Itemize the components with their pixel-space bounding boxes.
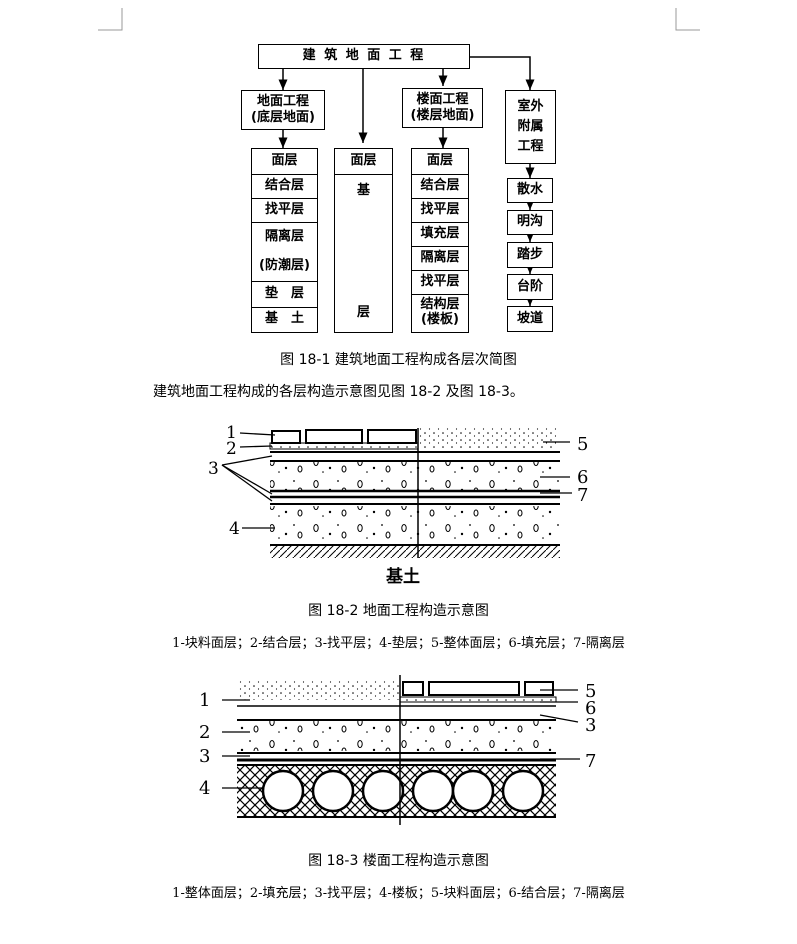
floor-layer: 面层	[412, 149, 468, 175]
floor-layer: 隔离层	[412, 246, 468, 271]
fig2-label: 1	[226, 423, 237, 443]
fig3-label: 4	[199, 778, 210, 799]
floor-layer: 结构层 (楼板)	[420, 297, 460, 327]
fig2-label: 2	[226, 439, 237, 459]
fig3-label: 3	[199, 746, 210, 767]
outdoor-item: 踏步	[507, 242, 553, 268]
figure-18-1-caption: 图 18-1 建筑地面工程构成各层次简图	[280, 352, 517, 368]
floor-layer: 填充层	[412, 222, 468, 247]
floor-layers-column: 面层 结合层 找平层 填充层 隔离层 找平层 结构层 (楼板)	[411, 148, 469, 333]
figure-18-3-diagram: 1 2 3 4 5 6 3 7	[199, 675, 596, 825]
figure-18-3-legend: 1-整体面层；2-填充层；3-找平层；4-楼板；5-块料面层；6-结合层；7-隔…	[172, 886, 625, 901]
fig2-label: 3	[208, 459, 219, 479]
fig2-label: 4	[229, 519, 240, 539]
fig2-ground-label: 基土	[385, 566, 420, 587]
base-column-top-char: 基	[356, 182, 370, 198]
base-column: 面层 基 层	[334, 148, 393, 333]
fig3-label: 3	[585, 715, 596, 736]
body-paragraph: 建筑地面工程构成的各层构造示意图见图 18-2 及图 18-3。	[153, 384, 524, 400]
flow-root-box: 建 筑 地 面 工 程	[258, 44, 470, 69]
figure-18-2-diagram: 1 2 3 4 5 6 7 基土	[208, 423, 588, 587]
ground-layer: 结合层	[252, 174, 317, 199]
fig2-label: 7	[577, 485, 588, 506]
ground-engineering-box: 地面工程 (底层地面)	[241, 90, 325, 130]
base-column-header: 面层	[335, 149, 392, 175]
outdoor-engineering-box: 室外 附属 工程	[505, 90, 556, 164]
fig2-label: 6	[577, 467, 588, 488]
outdoor-item: 台阶	[507, 274, 553, 300]
fig3-label: 7	[585, 751, 596, 772]
floor-layer: 找平层	[412, 198, 468, 223]
base-column-bottom-char: 层	[356, 304, 370, 320]
ground-layer: 基 土	[264, 311, 304, 327]
floor-layer: 结合层	[412, 174, 468, 199]
fig3-label: 5	[585, 681, 596, 702]
fig3-label: 1	[199, 690, 210, 711]
page-corner-marks	[98, 8, 700, 31]
ground-layer: 垫 层	[252, 281, 317, 308]
ground-layer: 隔离层 (防潮层)	[252, 222, 317, 282]
ground-layer: 面层	[252, 149, 317, 175]
figure-18-2-caption: 图 18-2 地面工程构造示意图	[308, 603, 489, 619]
floor-layer: 找平层	[412, 270, 468, 295]
figure-18-3-caption: 图 18-3 楼面工程构造示意图	[308, 853, 489, 869]
fig2-label: 5	[577, 434, 588, 455]
floor-engineering-box: 楼面工程 (楼层地面)	[402, 88, 483, 128]
figure-18-2-legend: 1-块料面层；2-结合层；3-找平层；4-垫层；5-整体面层；6-填充层；7-隔…	[172, 636, 625, 651]
fig3-label: 2	[199, 722, 210, 743]
ground-layers-column: 面层 结合层 找平层 隔离层 (防潮层) 垫 层 基 土	[251, 148, 318, 333]
outdoor-item: 坡道	[507, 306, 553, 332]
outdoor-item: 散水	[507, 178, 553, 203]
ground-layer: 找平层	[252, 198, 317, 223]
fig3-label: 6	[585, 698, 596, 719]
outdoor-item: 明沟	[507, 210, 553, 235]
